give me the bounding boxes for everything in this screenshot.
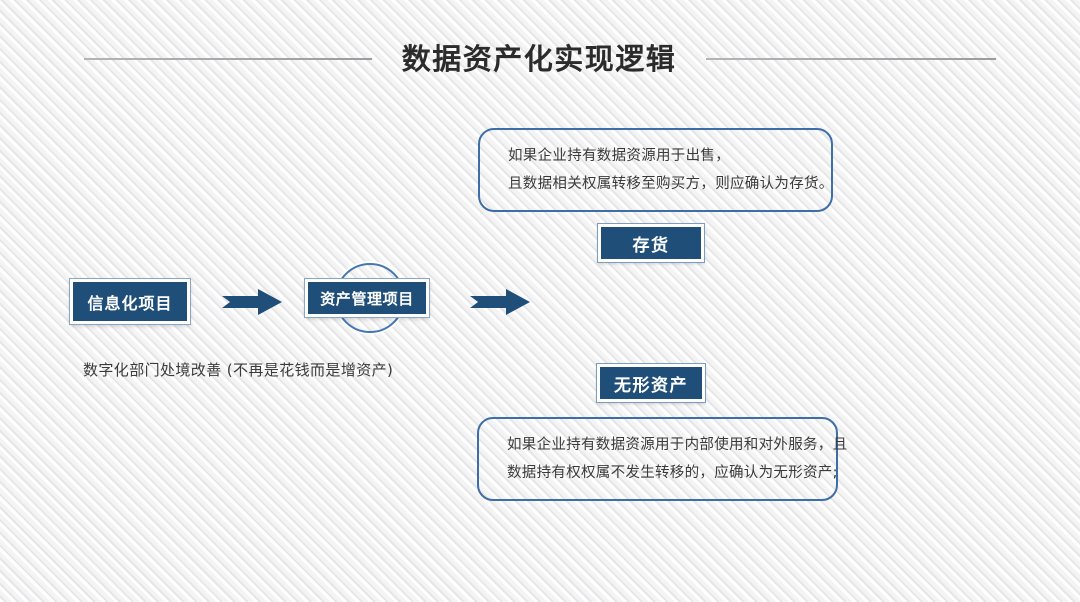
badge-inventory-label: 存货 — [632, 235, 670, 256]
title-block: 数据资产化实现逻辑 — [0, 36, 1080, 82]
callout-intangible-line-1: 如果企业持有数据资源用于内部使用和对外服务，且 — [507, 436, 848, 453]
callout-intangible-asset: 如果企业持有数据资源用于内部使用和对外服务，且 数据持有权权属不发生转移的，应确… — [477, 417, 848, 501]
page-title: 数据资产化实现逻辑 — [401, 41, 677, 76]
badge-intangible-asset-label: 无形资产 — [614, 375, 688, 396]
flow-asset-project-group: 资产管理项目 — [304, 262, 435, 340]
right-arrow-icon — [470, 289, 530, 315]
badge-inventory[interactable]: 存货 — [597, 223, 705, 263]
badge-intangible-asset[interactable]: 无形资产 — [596, 363, 706, 403]
callout-intangible-line-2: 数据持有权权属不发生转移的，应确认为无形资产; — [507, 465, 838, 481]
callout-inventory-line-1: 如果企业持有数据资源用于出售， — [508, 147, 730, 164]
title-rule-left — [83, 58, 372, 60]
flow-box-information-project[interactable]: 信息化项目 — [69, 278, 191, 325]
callout-inventory-line-2: 且数据相关权属转移至购买方，则应确认为存货。 — [508, 176, 834, 192]
title-rule-right — [706, 58, 997, 60]
right-arrow-icon — [222, 289, 282, 315]
flow-caption: 数字化部门处境改善 (不再是花钱而是增资产) — [83, 361, 394, 379]
flow-box-information-project-label: 信息化项目 — [87, 293, 173, 313]
flow-box-asset-management-project[interactable]: 资产管理项目 — [304, 278, 430, 318]
callout-inventory: 如果企业持有数据资源用于出售， 且数据相关权属转移至购买方，则应确认为存货。 — [478, 128, 833, 212]
flow-box-asset-management-project-label: 资产管理项目 — [320, 289, 414, 308]
